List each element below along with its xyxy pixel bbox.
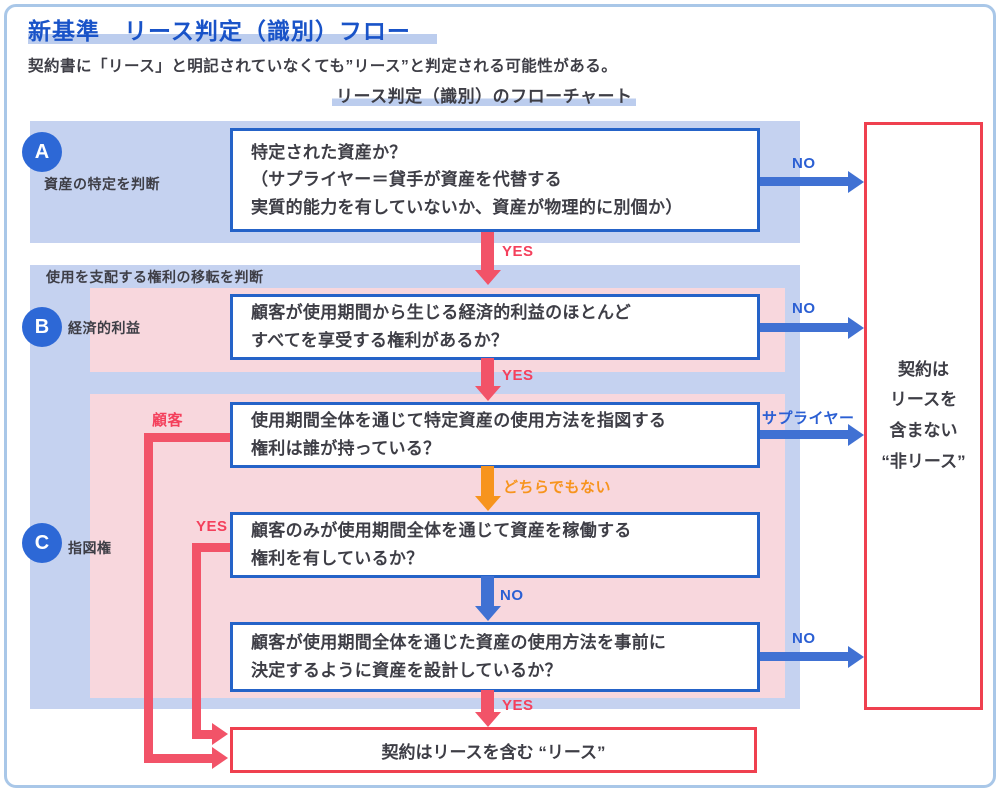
label-no-a: NO bbox=[792, 155, 816, 172]
arrowhead-customer bbox=[212, 747, 228, 769]
page-title: 新基準 リース判定（識別）フロー bbox=[28, 12, 437, 46]
label-supplier: サプライヤー bbox=[762, 410, 855, 427]
yes-c2-line-bottom bbox=[192, 730, 212, 739]
badge-a: A bbox=[22, 132, 62, 172]
label-neither: どちらでもない bbox=[503, 479, 612, 496]
arrow-yes-a-b bbox=[481, 232, 494, 270]
yes-c2-line-vertical bbox=[192, 543, 201, 739]
arrow-no-a bbox=[760, 177, 848, 186]
arrowhead-yes-a-b bbox=[475, 270, 501, 285]
label-yes-b-c: YES bbox=[502, 367, 534, 384]
arrowhead-yes-c3 bbox=[475, 712, 501, 727]
arrowhead-no-c2-c3 bbox=[475, 606, 501, 621]
section-b-label: 経済的利益 bbox=[68, 320, 141, 336]
page-subtitle: 契約書に「リース」と明記されていなくても”リース”と判定される可能性がある。 bbox=[28, 58, 618, 75]
section-bc-header: 使用を支配する権利の移転を判断 bbox=[46, 269, 264, 285]
arrow-neither bbox=[481, 466, 494, 496]
arrowhead-yes-b-c bbox=[475, 386, 501, 401]
arrow-no-b bbox=[760, 323, 848, 332]
customer-line-bottom bbox=[144, 754, 212, 763]
customer-line-horizontal bbox=[144, 433, 230, 442]
arrowhead-no-a bbox=[848, 171, 864, 193]
arrowhead-no-b bbox=[848, 317, 864, 339]
badge-c: C bbox=[22, 523, 62, 563]
arrowhead-neither bbox=[475, 496, 501, 511]
question-box-c2: 顧客のみが使用期間全体を通じて資産を稼働する 権利を有しているか？ bbox=[230, 512, 760, 578]
label-customer: 顧客 bbox=[152, 412, 184, 429]
question-box-c3: 顧客が使用期間全体を通じた資産の使用方法を事前に 決定するように資産を設計してい… bbox=[230, 622, 760, 692]
yes-c2-line-horizontal bbox=[192, 543, 230, 552]
label-yes-c3: YES bbox=[502, 697, 534, 714]
flowchart-heading: リース判定（識別）のフローチャート bbox=[332, 82, 637, 107]
badge-b: B bbox=[22, 307, 62, 347]
arrow-no-c2-c3 bbox=[481, 576, 494, 606]
label-yes-c2: YES bbox=[196, 518, 228, 535]
label-no-c3: NO bbox=[792, 630, 816, 647]
arrow-yes-b-c bbox=[481, 358, 494, 386]
label-no-c2-c3: NO bbox=[500, 587, 524, 604]
label-yes-a-b: YES bbox=[502, 243, 534, 260]
customer-line-vertical bbox=[144, 433, 153, 763]
arrowhead-supplier bbox=[848, 424, 864, 446]
result-lease-box: 契約はリースを含む “リース” bbox=[230, 727, 757, 773]
arrow-yes-c3 bbox=[481, 690, 494, 712]
question-box-a: 特定された資産か？ （サプライヤー＝貸手が資産を代替する 実質的能力を有していな… bbox=[230, 128, 760, 232]
label-no-b: NO bbox=[792, 300, 816, 317]
arrow-no-c3 bbox=[760, 652, 848, 661]
section-c-label: 指図権 bbox=[68, 540, 112, 556]
arrowhead-yes-c2 bbox=[212, 723, 228, 745]
arrow-supplier bbox=[760, 430, 848, 439]
section-a-label: 資産の特定を判断 bbox=[44, 176, 160, 192]
question-box-b: 顧客が使用期間から生じる経済的利益のほとんど すべてを享受する権利があるか？ bbox=[230, 294, 760, 360]
result-non-lease-box: 契約は リースを 含まない “非リース” bbox=[864, 122, 983, 710]
arrowhead-no-c3 bbox=[848, 646, 864, 668]
question-box-c1: 使用期間全体を通じて特定資産の使用方法を指図する 権利は誰が持っている？ bbox=[230, 402, 760, 468]
